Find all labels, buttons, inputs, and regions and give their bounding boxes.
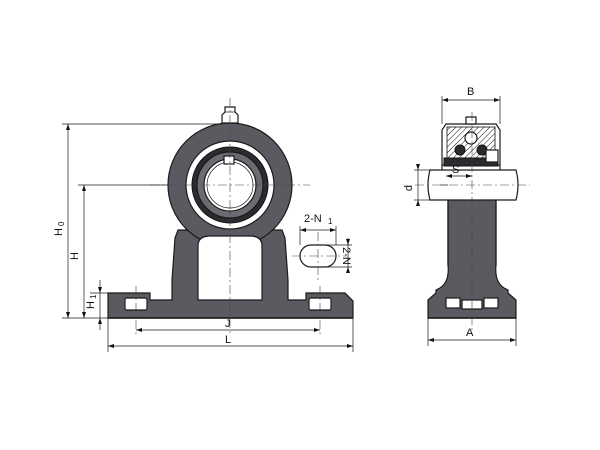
- label-2-n1: 2-N: [304, 213, 322, 225]
- label-a: A: [466, 327, 474, 339]
- front-dimensions: [62, 123, 354, 352]
- label-j: J: [225, 318, 231, 330]
- slot-detail: [292, 226, 352, 280]
- side-view: [415, 112, 530, 335]
- label-h0: H: [53, 228, 65, 236]
- label-h: H: [69, 252, 81, 260]
- label-h0-sub: 0: [57, 221, 66, 226]
- label-h1: H: [85, 301, 97, 309]
- label-s: S: [452, 164, 459, 176]
- front-view: [107, 98, 354, 335]
- set-screw: [223, 155, 235, 165]
- label-d: d: [403, 185, 415, 191]
- label-b: B: [467, 86, 474, 98]
- dimension-labels: H 0 H H 1 J L 2-N 1 2-N B S d A: [53, 86, 474, 346]
- side-dimensions: [414, 96, 517, 346]
- label-2-n1-sub: 1: [328, 217, 333, 226]
- label-l: L: [225, 334, 231, 346]
- label-h1-sub: 1: [89, 294, 98, 299]
- label-2-n: 2-N: [340, 247, 352, 265]
